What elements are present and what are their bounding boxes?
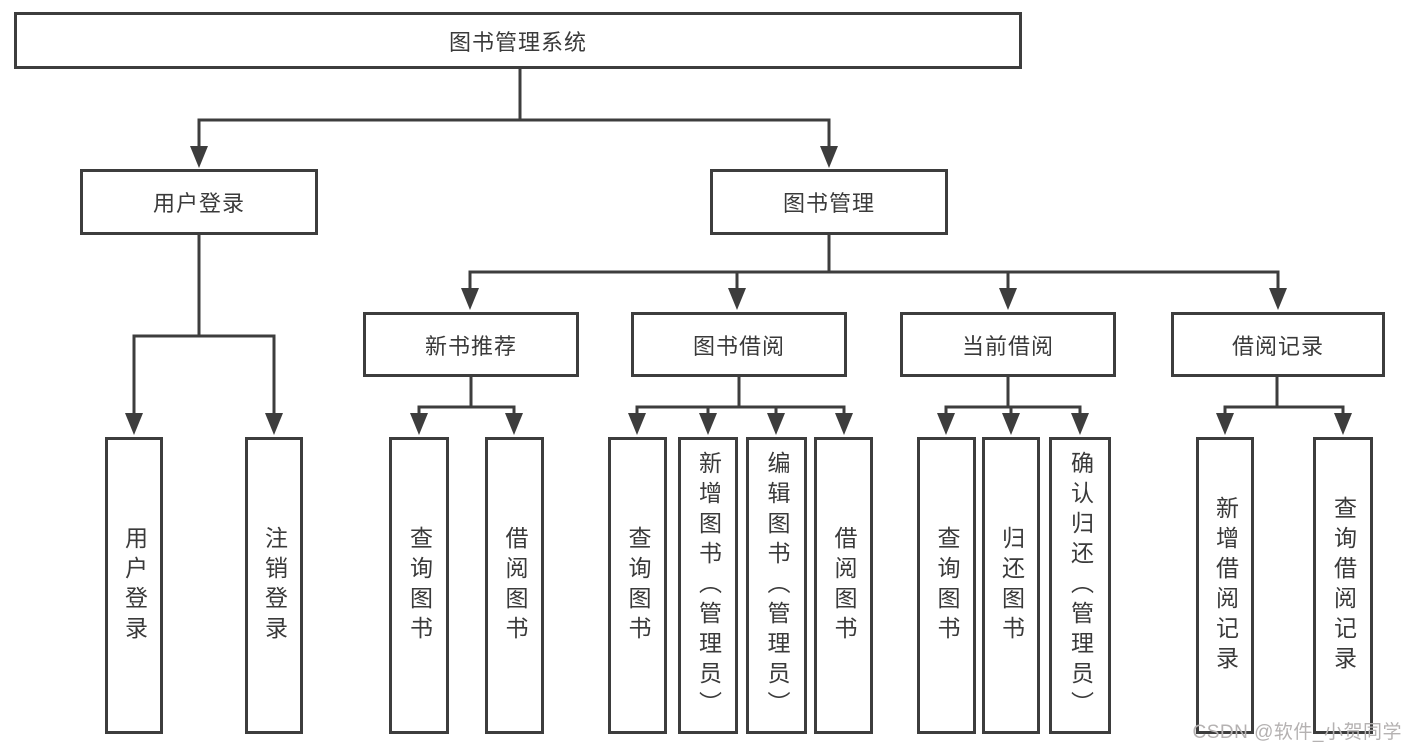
node-leaf-nb-borrow-label: 借阅图书 (502, 525, 528, 646)
node-new-book-rec: 新书推荐 (363, 312, 579, 377)
branch-userlogin-bar (132, 334, 276, 414)
node-leaf-bb-query-label: 查询图书 (625, 525, 651, 646)
node-leaf-bb-add-label: 新增图书（管理员） (695, 450, 722, 721)
arrowhead-down-icon (937, 413, 955, 435)
arrowhead-down-icon (1334, 413, 1352, 435)
node-leaf-nb-query-label: 查询图书 (406, 525, 433, 646)
node-leaf-br-add: 新增借阅记录 (1196, 437, 1254, 734)
node-leaf-user-login-label: 用户登录 (121, 525, 148, 646)
node-current-borrow-label: 当前借阅 (961, 333, 1054, 359)
node-leaf-bb-edit: 编辑图书（管理员） (746, 437, 807, 734)
branch-borrowrecords-bar (1223, 405, 1345, 414)
arrowhead-down-icon (628, 413, 646, 435)
branch-newbookrec-bar (417, 405, 516, 414)
node-leaf-cb-query: 查询图书 (917, 437, 976, 734)
node-leaf-cb-return: 归还图书 (982, 437, 1040, 734)
node-leaf-bb-borrow: 借阅图书 (814, 437, 873, 734)
node-book-mgmt-label: 图书管理 (782, 191, 875, 216)
node-leaf-br-query-label: 查询借阅记录 (1330, 495, 1357, 676)
node-root: 图书管理系统 (14, 12, 1022, 69)
node-leaf-cb-confirm-label: 确认归还（管理员） (1067, 450, 1094, 721)
node-leaf-cb-confirm: 确认归还（管理员） (1049, 437, 1111, 734)
node-leaf-logout-label: 注销登录 (261, 525, 288, 646)
node-root-label: 图书管理系统 (448, 29, 587, 55)
node-leaf-nb-borrow: 借阅图书 (485, 437, 544, 734)
node-leaf-bb-borrow-label: 借阅图书 (831, 525, 857, 646)
arrowhead-down-icon (820, 146, 838, 168)
node-leaf-bb-edit-label: 编辑图书（管理员） (764, 450, 790, 721)
arrowhead-down-icon (1002, 413, 1020, 435)
node-book-mgmt: 图书管理 (710, 169, 948, 235)
arrowhead-down-icon (190, 146, 208, 168)
node-leaf-cb-return-label: 归还图书 (998, 525, 1025, 646)
arrowhead-down-icon (999, 288, 1017, 310)
node-borrow-records: 借阅记录 (1171, 312, 1385, 377)
connector-lines (132, 67, 1345, 414)
arrowhead-down-icon (505, 413, 523, 435)
node-new-book-rec-label: 新书推荐 (424, 333, 517, 359)
arrowhead-down-icon (410, 413, 428, 435)
arrowhead-down-icon (699, 413, 717, 435)
arrowheads (125, 146, 1352, 435)
node-leaf-user-login: 用户登录 (105, 437, 163, 734)
node-book-borrow-label: 图书借阅 (692, 333, 785, 359)
node-leaf-cb-query-label: 查询图书 (934, 525, 960, 646)
branch-bookmgmt-bar (468, 270, 1280, 289)
node-user-login-label: 用户登录 (152, 191, 245, 216)
branch-currentborrow-bar (944, 405, 1082, 414)
node-leaf-bb-query: 查询图书 (608, 437, 667, 734)
arrowhead-down-icon (728, 288, 746, 310)
csdn-watermark: CSDN @软件_小贺同学 (1192, 722, 1402, 743)
node-book-borrow: 图书借阅 (631, 312, 847, 377)
node-current-borrow: 当前借阅 (900, 312, 1116, 377)
branch-root-bar (197, 118, 831, 147)
arrowhead-down-icon (835, 413, 853, 435)
arrowhead-down-icon (1269, 288, 1287, 310)
node-leaf-bb-add: 新增图书（管理员） (678, 437, 738, 734)
arrowhead-down-icon (125, 413, 143, 435)
node-leaf-nb-query: 查询图书 (389, 437, 449, 734)
branch-bookborrow-bar (635, 405, 846, 414)
node-user-login: 用户登录 (80, 169, 318, 235)
arrowhead-down-icon (1216, 413, 1234, 435)
arrowhead-down-icon (1071, 413, 1089, 435)
arrowhead-down-icon (265, 413, 283, 435)
node-borrow-records-label: 借阅记录 (1231, 333, 1324, 359)
arrowhead-down-icon (767, 413, 785, 435)
node-leaf-br-add-label: 新增借阅记录 (1212, 495, 1239, 676)
arrowhead-down-icon (461, 288, 479, 310)
node-leaf-br-query: 查询借阅记录 (1313, 437, 1373, 734)
node-leaf-logout: 注销登录 (245, 437, 303, 734)
